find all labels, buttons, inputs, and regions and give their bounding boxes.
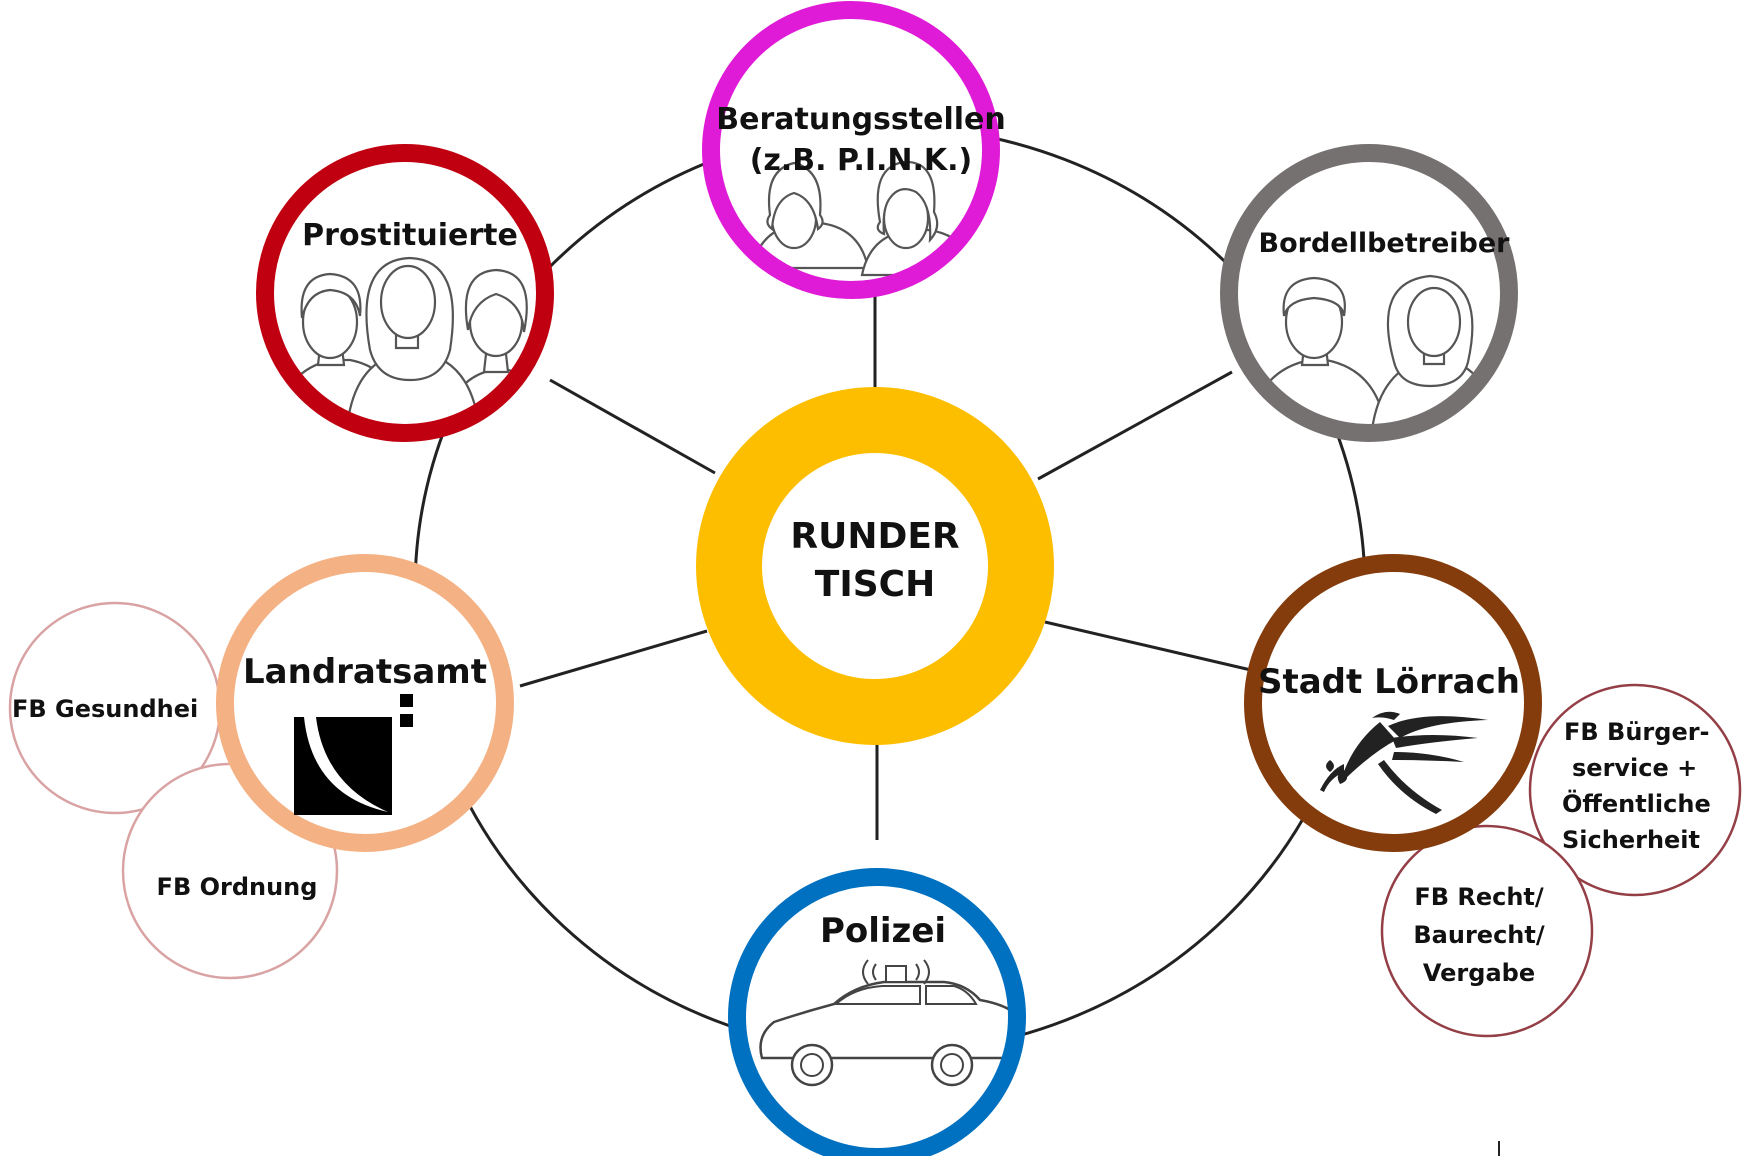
svg-text:FB Gesundhei: FB Gesundhei [12, 695, 198, 723]
sub-node-gesundheit: FB Gesundhei [8, 601, 222, 815]
svg-text:TISCH: TISCH [815, 564, 935, 605]
svg-text:Beratungsstellen: Beratungsstellen [716, 102, 1005, 137]
node-landratsamt: Landratsamt [216, 554, 514, 852]
svg-text:(z.B. P.I.N.K.): (z.B. P.I.N.K.) [750, 143, 973, 178]
spoke-stadt [1044, 620, 1269, 676]
center-node-runder-tisch: RUNDER TISCH [696, 387, 1054, 745]
svg-text:FB Ordnung: FB Ordnung [157, 873, 318, 901]
svg-text:Stadt Lörrach: Stadt Lörrach [1258, 662, 1520, 702]
svg-text:Baurecht/: Baurecht/ [1413, 921, 1544, 949]
spoke-landratsamt [519, 629, 708, 688]
node-beratungsstellen: Beratungsstellen (z.B. P.I.N.K.) [702, 1, 1006, 299]
sub-node-buergerservice: FB Bürger- service + Öffentliche Sicherh… [1528, 683, 1742, 897]
node-prostituierte: Prostituierte [256, 144, 554, 442]
spoke-prostituierte [549, 378, 716, 475]
svg-text:Landratsamt: Landratsamt [243, 652, 487, 692]
svg-text:Polizei: Polizei [820, 911, 946, 951]
landratsamt-logo-icon [294, 694, 413, 815]
svg-text:FB Bürger-: FB Bürger- [1564, 718, 1710, 746]
spoke-bordell [1037, 370, 1233, 481]
svg-text:service +: service + [1572, 754, 1697, 782]
node-bordellbetreiber: Bordellbetreiber [1220, 144, 1518, 442]
svg-text:Öffentliche: Öffentliche [1562, 788, 1711, 818]
svg-text:Bordellbetreiber: Bordellbetreiber [1259, 228, 1511, 259]
bird-logo-icon [1320, 711, 1488, 814]
node-stadt-loerrach: Stadt Lörrach [1244, 554, 1542, 852]
man-and-woman-icon [1246, 274, 1500, 432]
police-car-icon [759, 959, 1017, 1087]
spokes [519, 290, 1269, 840]
svg-text:Prostituierte: Prostituierte [302, 218, 518, 253]
svg-text:FB Recht/: FB Recht/ [1414, 883, 1544, 911]
node-polizei: Polizei [728, 868, 1026, 1156]
sub-node-recht: FB Recht/ Baurecht/ Vergabe [1380, 824, 1594, 1038]
svg-text:Vergabe: Vergabe [1423, 959, 1535, 987]
svg-text:RUNDER: RUNDER [790, 516, 959, 557]
svg-text:Sicherheit: Sicherheit [1562, 826, 1700, 854]
